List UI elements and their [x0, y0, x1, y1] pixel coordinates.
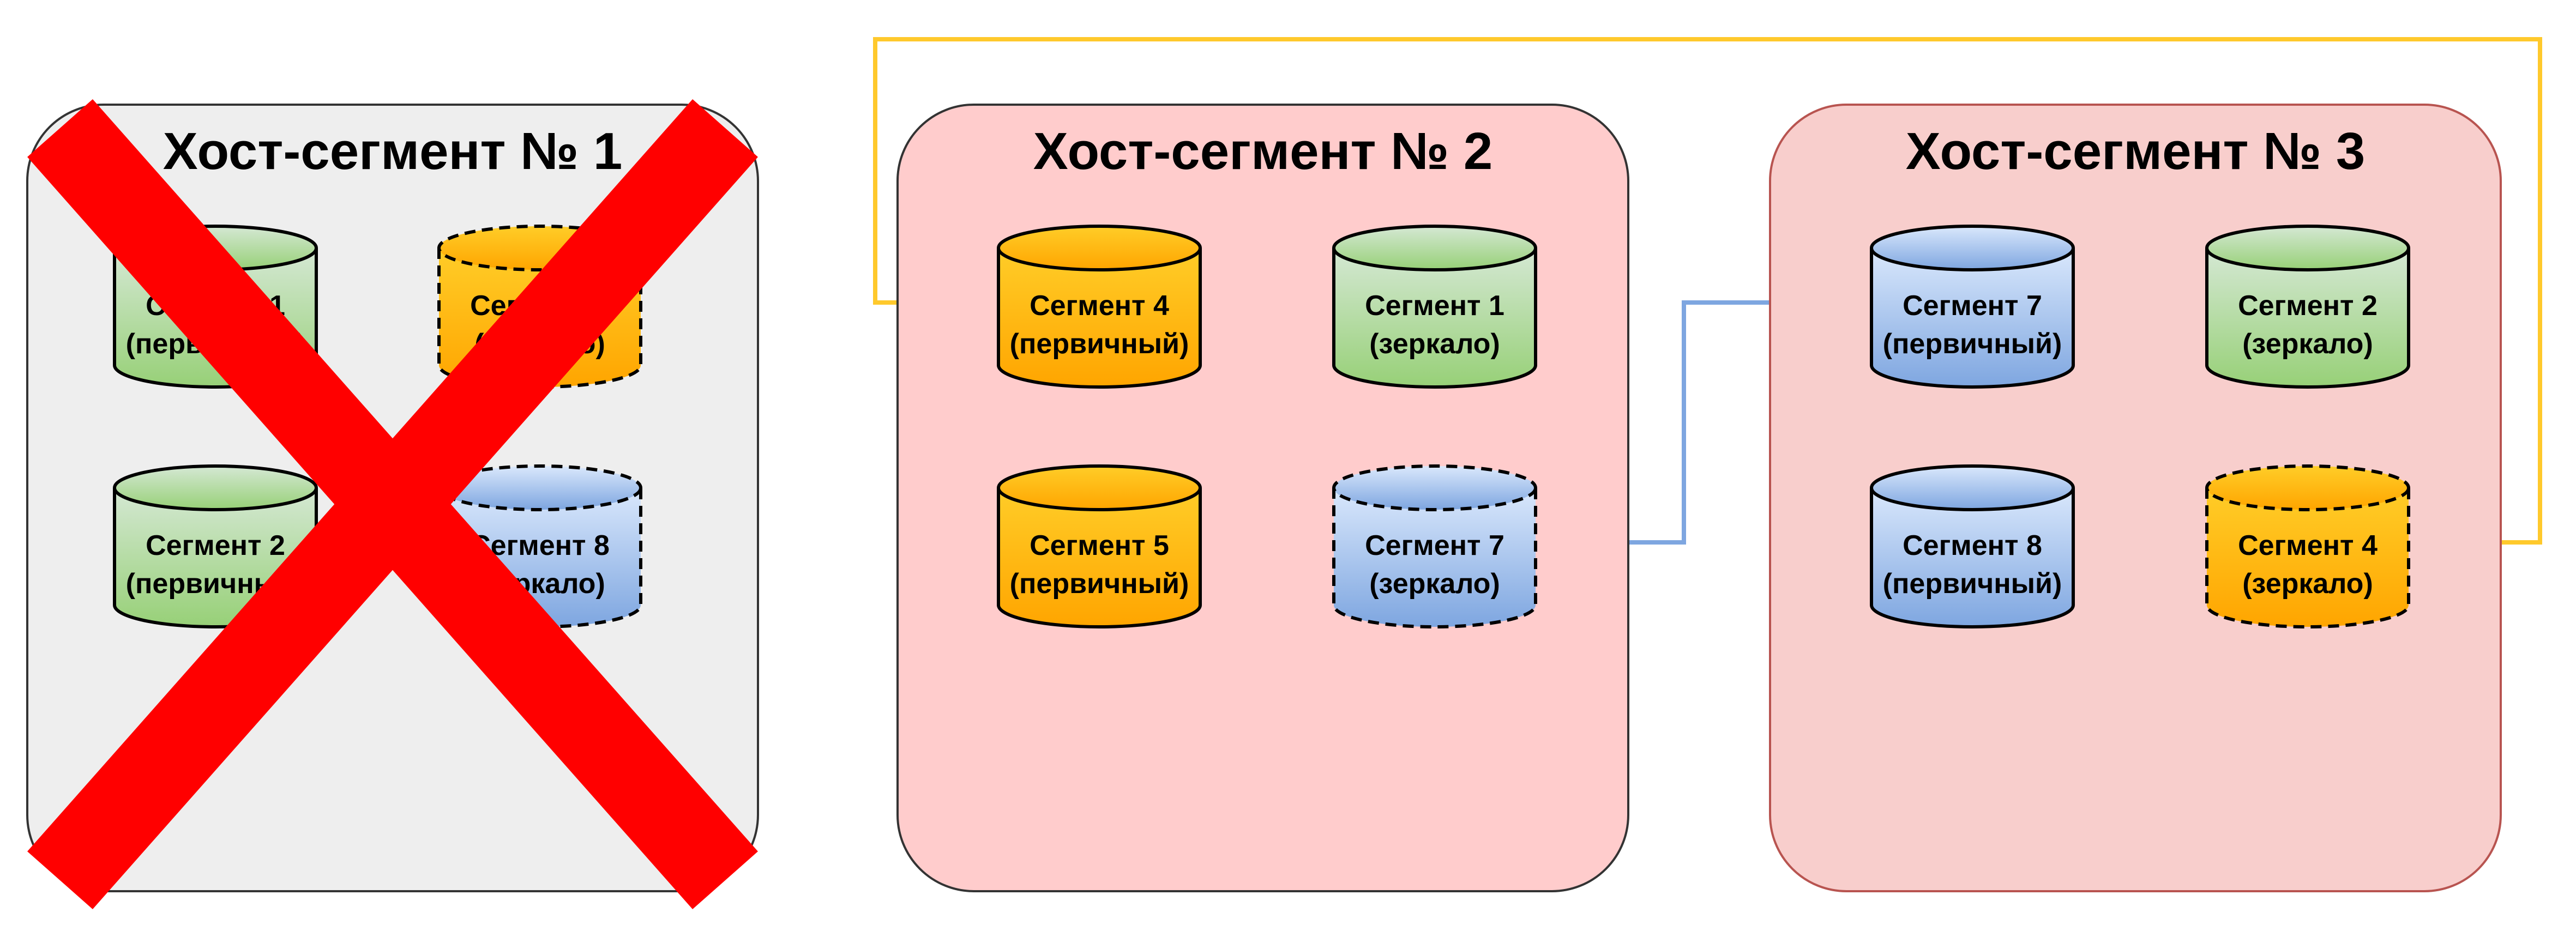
segment-cylinder: Сегмент 4 (первичный)	[997, 225, 1202, 389]
segment-role: (зеркало)	[2242, 328, 2373, 360]
failure-cross-icon	[27, 99, 758, 909]
segment-role: (зеркало)	[1369, 328, 1500, 360]
segment-role: (первичный)	[1883, 328, 2062, 360]
host-3-title: Хост-сегмент № 3	[1906, 122, 2365, 180]
segment-label: Сегмент 5	[1030, 530, 1169, 561]
segment-cylinder: Сегмент 7 (первичный)	[1870, 225, 2075, 389]
segment-label: Сегмент 7	[1903, 290, 2042, 322]
host-segment-1: Хост-сегмент № 1 Сегмент 1 (первичный) С…	[26, 99, 759, 909]
segment-label: Сегмент 4	[1030, 290, 1169, 322]
segment-cylinder: Сегмент 1 (зеркало)	[1332, 225, 1537, 389]
segment-label: Сегмент 2	[2238, 290, 2378, 322]
segment-role: (зеркало)	[1369, 568, 1500, 600]
segment-role: (первичный)	[1010, 328, 1189, 360]
segment-label: Сегмент 8	[1903, 530, 2042, 561]
host-segment-3: Хост-сегмент № 3 Сегмент 7 (первичный) С…	[1769, 104, 2502, 892]
segment-cylinder: Сегмент 8 (первичный)	[1870, 464, 2075, 628]
host-2-title: Хост-сегмент № 2	[1033, 122, 1492, 180]
segment-role: (зеркало)	[2242, 568, 2373, 600]
segment-role: (первичный)	[1883, 568, 2062, 600]
segment-cylinder: Сегмент 5 (первичный)	[997, 464, 1202, 628]
host-segment-2: Хост-сегмент № 2 Сегмент 4 (первичный) С…	[896, 104, 1629, 892]
segment-label: Сегмент 7	[1365, 530, 1504, 561]
segment-cylinder: Сегмент 2 (зеркало)	[2205, 225, 2410, 389]
segment-role: (первичный)	[1010, 568, 1189, 600]
host-1-title: Хост-сегмент № 1	[163, 122, 622, 180]
segment-label: Сегмент 2	[146, 530, 285, 561]
segment-cylinder: Сегмент 7 (зеркало)	[1332, 464, 1537, 628]
segment-label: Сегмент 4	[2238, 530, 2378, 561]
segment-cylinder: Сегмент 4 (зеркало)	[2205, 464, 2410, 628]
segment-label: Сегмент 1	[1365, 290, 1504, 322]
